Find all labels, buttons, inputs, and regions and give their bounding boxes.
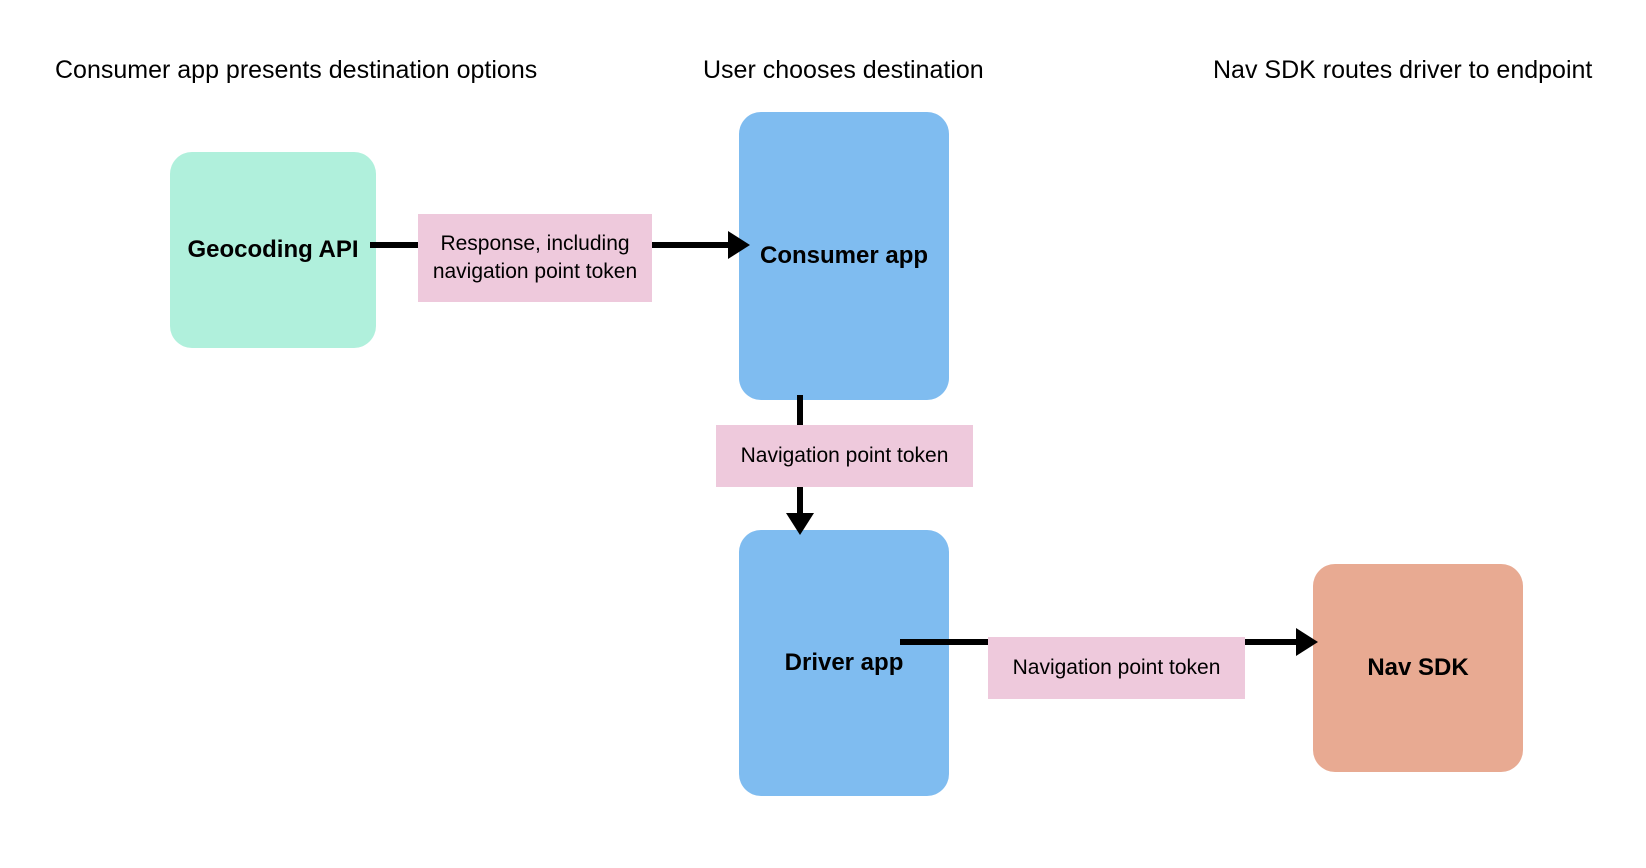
edge-label-navigation-point-token-consumer-driver: Navigation point token	[716, 425, 973, 487]
edge-label-response-including-navigation-point-token: Response, including navigation point tok…	[418, 214, 652, 302]
node-driver-app-label: Driver app	[784, 649, 904, 676]
column-header-nav-sdk-routes-driver: Nav SDK routes driver to endpoint	[1213, 56, 1593, 84]
column-header-user-chooses-destination: User chooses destination	[703, 56, 984, 84]
column-header-consumer-app-presents: Consumer app presents destination option…	[55, 56, 538, 84]
node-nav-sdk[interactable]: Nav SDK	[1313, 564, 1523, 772]
node-geocoding-api-label: Geocoding API	[187, 236, 359, 263]
node-geocoding-api[interactable]: Geocoding API	[170, 152, 376, 348]
edge-label-navigation-point-token-text-2: Navigation point token	[1012, 656, 1221, 679]
node-consumer-app-label: Consumer app	[759, 242, 929, 269]
edge-label-navigation-point-token-text-1: Navigation point token	[740, 444, 949, 467]
edge-label-response-text: Response, including navigation point tok…	[432, 232, 638, 283]
node-consumer-app[interactable]: Consumer app	[739, 112, 949, 400]
node-nav-sdk-label: Nav SDK	[1367, 654, 1469, 681]
edge-label-navigation-point-token-driver-navsdk: Navigation point token	[988, 637, 1245, 699]
node-driver-app[interactable]: Driver app	[739, 530, 949, 796]
